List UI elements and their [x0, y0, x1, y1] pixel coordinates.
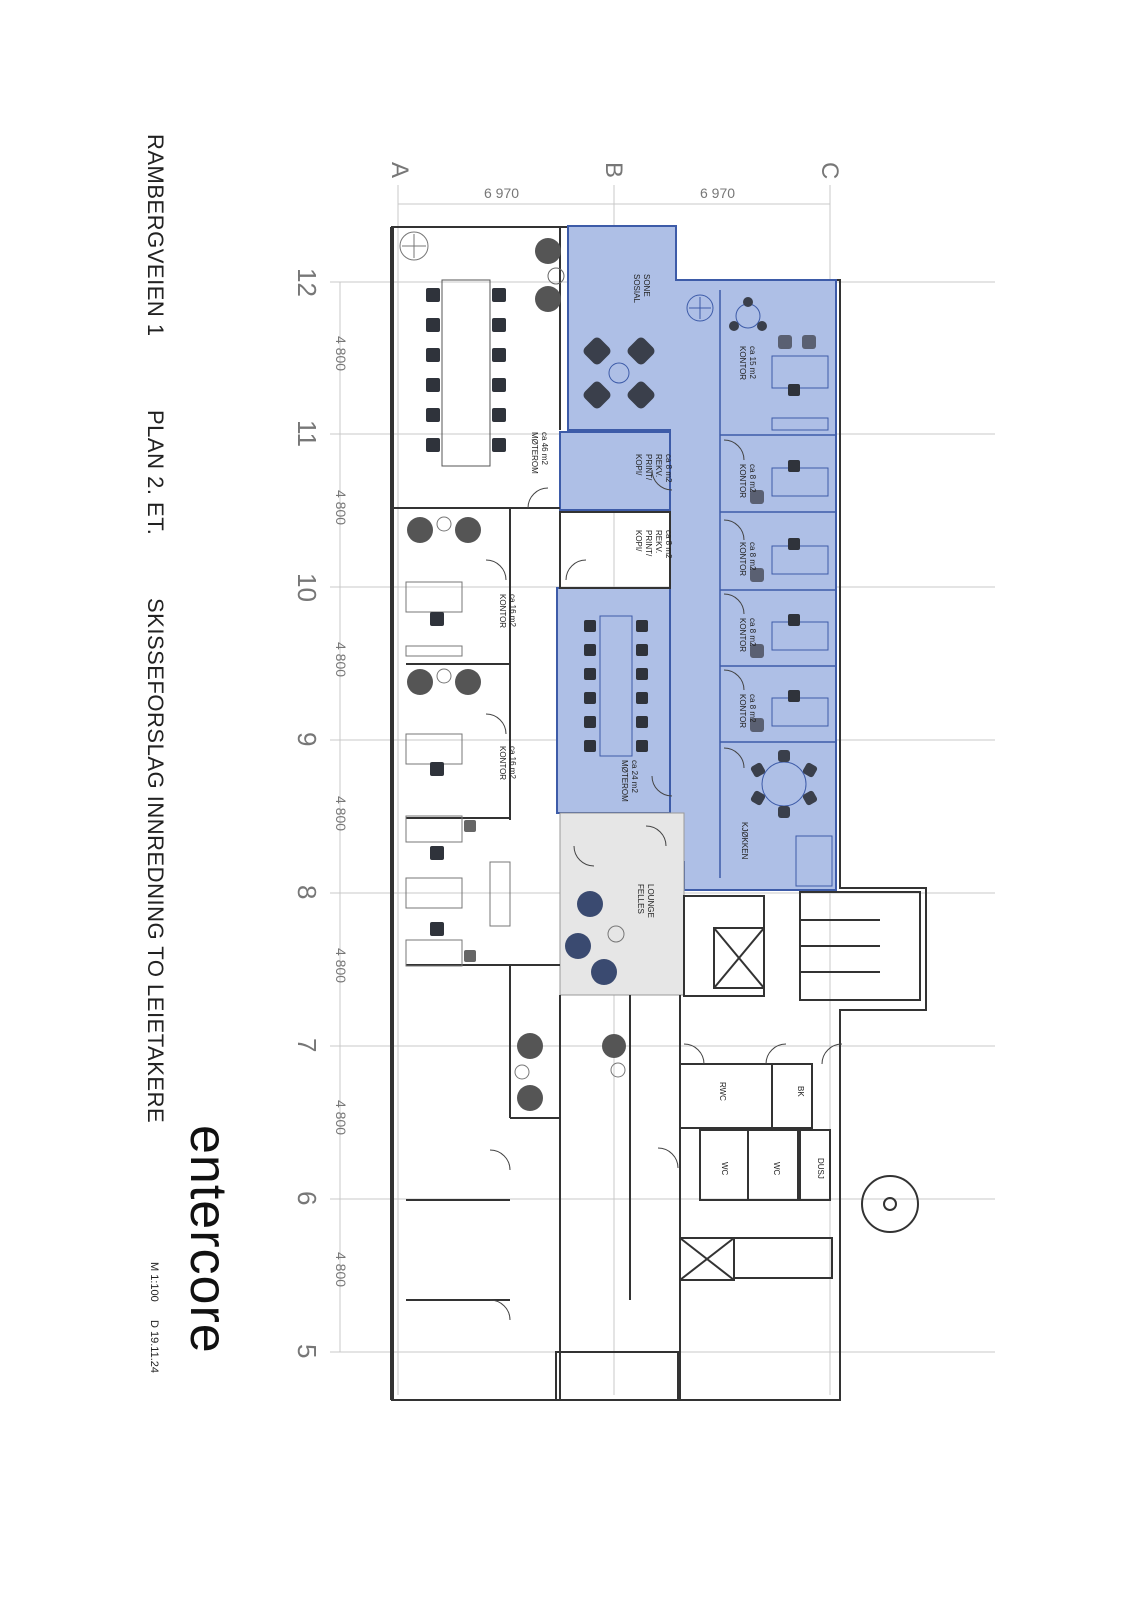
col-dim-bc: 6 970 — [700, 185, 735, 201]
grid-col-c: C — [816, 162, 843, 179]
row-dim-6: 4 800 — [333, 1100, 349, 1135]
corridor-lines — [719, 290, 836, 878]
room-label-kontor-1: KONTORca 15 m2 — [738, 346, 757, 380]
grid-row-9: 9 — [292, 732, 322, 746]
grid-row-10: 10 — [292, 573, 322, 602]
room-label-kopi-2: KOPI/PRINT/ REKV.ca 8 m2 — [634, 530, 673, 559]
chairs-large-meeting — [426, 288, 506, 452]
grid-col-b: B — [600, 162, 627, 178]
room-label-wc-1: WC — [720, 1162, 729, 1176]
grid-row-5: 5 — [292, 1344, 322, 1358]
room-labels: SOSIALSONE KONTORca 15 m2 KOPI/PRINT/ RE… — [498, 274, 825, 1179]
grid-row-12: 12 — [292, 268, 322, 297]
title-description: SKISSEFORSLAG INNREDNING TO LEIETAKERE — [143, 598, 168, 1124]
plant-icon-tenant — [686, 294, 714, 322]
room-label-kopi-1: KOPI/PRINT/ REKV.ca 8 m2 — [634, 454, 673, 483]
room-label-rwc: RWC — [718, 1082, 727, 1101]
date-label: D 19.11.24 — [148, 1320, 160, 1374]
grid-row-8: 8 — [292, 885, 322, 899]
room-label-kontor-2: KONTORca 8 m2 — [738, 464, 757, 498]
room-label-moterom-2: MØTEROMca 46 m2 — [530, 432, 549, 474]
row-dim-1: 4 800 — [333, 336, 349, 371]
room-label-kontor-6: KONTORca 16 m2 — [498, 594, 517, 628]
room-label-kontor-4: KONTORca 8 m2 — [738, 618, 757, 652]
row-dim-7: 4 800 — [333, 1252, 349, 1287]
grid-axis-labels: A B C 6 970 6 970 12 11 10 9 8 7 6 5 4 8… — [292, 162, 843, 1358]
row-dim-4: 4 800 — [333, 796, 349, 831]
grid-col-a: A — [386, 162, 413, 178]
room-label-moterom-1: MØTEROMca 24 m2 — [620, 760, 639, 802]
row-dim-3: 4 800 — [333, 642, 349, 677]
lounge-chairs-top — [535, 238, 561, 312]
grid-row-7: 7 — [292, 1038, 322, 1052]
room-label-kontor-7: KONTORca 16 m2 — [498, 746, 517, 780]
room-label-kjokken: KJØKKEN — [740, 822, 749, 860]
room-label-felles-lounge: FELLESLOUNGE — [636, 884, 655, 918]
scale-label: M 1:100 — [148, 1262, 160, 1302]
room-label-kontor-5: KONTORca 8 m2 — [738, 694, 757, 728]
meeting-room-large-furniture — [399, 231, 565, 467]
grid-row-11: 11 — [292, 420, 322, 447]
row-dim-5: 4 800 — [333, 948, 349, 983]
room-label-bk: BK — [796, 1086, 805, 1097]
grid-row-6: 6 — [292, 1191, 322, 1205]
tenant-furniture — [583, 294, 833, 887]
room-label-wc-2: WC — [772, 1162, 781, 1176]
brand-logo: entercore — [179, 1125, 237, 1354]
title-address: RAMBERGVEIEN 1 — [143, 134, 168, 337]
door-swings — [485, 439, 843, 1321]
plant-icon — [399, 231, 429, 261]
col-dim-ab: 6 970 — [484, 185, 519, 201]
room-label-kontor-3: KONTORca 8 m2 — [738, 542, 757, 576]
office-furniture — [405, 516, 626, 1111]
room-label-dusj: DUSJ — [816, 1158, 825, 1179]
title-floor: PLAN 2. ET. — [143, 410, 168, 536]
room-label-sosial: SOSIALSONE — [632, 274, 651, 303]
row-dim-2: 4 800 — [333, 490, 349, 525]
